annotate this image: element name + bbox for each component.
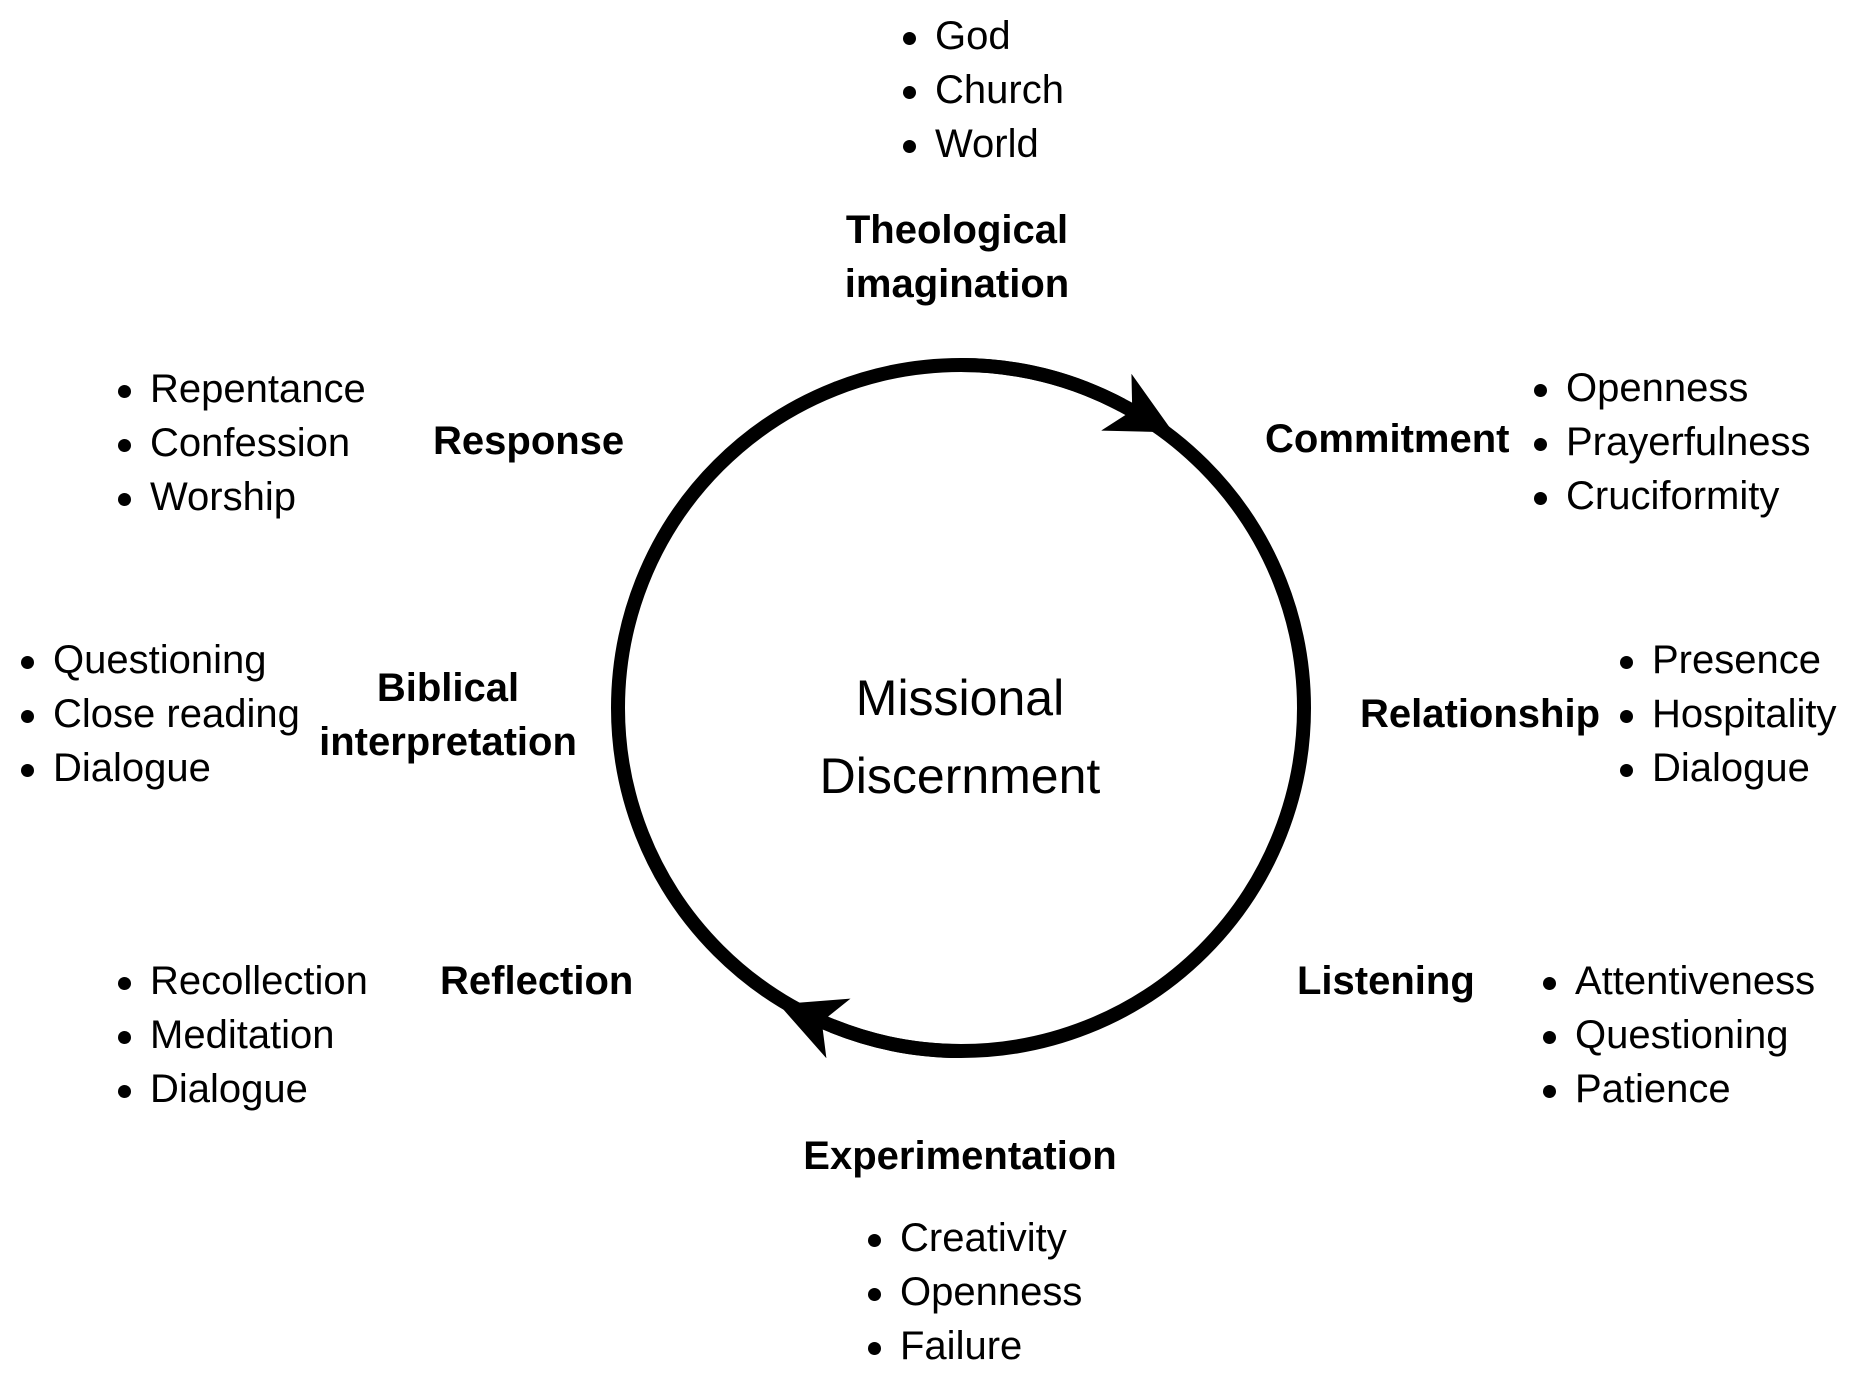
list-item: Dialogue [21,741,300,795]
list-item: Recollection [118,954,368,1008]
bullet-text: Meditation [150,1013,335,1057]
bullet-icon [21,656,34,669]
experimentation-bullets: Creativity Openness Failure [868,1211,1082,1373]
bullet-icon [868,1342,881,1355]
bullet-icon [868,1288,881,1301]
bullet-text: Recollection [150,959,368,1003]
stage-label-line: interpretation [319,720,577,764]
list-item: Attentiveness [1543,954,1815,1008]
bullet-text: God [935,14,1011,58]
bullet-icon [118,1031,131,1044]
stage-label-line: Biblical [376,666,520,710]
stage-label-reflection: Reflection [440,959,634,1003]
clockwise-arrow-top-icon [960,358,1174,433]
list-item: Hospitality [1620,687,1837,741]
bullet-text: Presence [1652,638,1821,682]
bullet-icon [118,493,131,506]
bullet-icon [118,385,131,398]
list-item: Church [903,63,1064,117]
list-item: World [903,117,1064,171]
list-item: Questioning [21,633,300,687]
bullet-icon [1543,1031,1556,1044]
bullet-text: Close reading [53,692,300,736]
bullet-text: Cruciformity [1566,474,1780,518]
bullet-icon [903,86,916,99]
bullet-text: World [935,122,1039,166]
stage-label-commitment: Commitment [1265,417,1510,461]
bullet-text: Openness [1566,366,1749,410]
stage-label-response: Response [433,419,625,463]
center-title-line1: Missional [855,670,1065,726]
commitment-bullets: Openness Prayerfulness Cruciformity [1534,361,1811,523]
list-item: Dialogue [1620,741,1837,795]
response-bullets: Repentance Confession Worship [118,362,366,524]
theological-imagination-bullets: God Church World [903,9,1064,171]
relationship-bullets: Presence Hospitality Dialogue [1620,633,1837,795]
bullet-text: Worship [150,475,296,519]
stage-label-theological-imagination: Theological imagination [757,203,1157,311]
bullet-icon [1543,977,1556,990]
bullet-text: Failure [900,1324,1023,1368]
list-item: Presence [1620,633,1837,687]
list-item: Prayerfulness [1534,415,1811,469]
bullet-icon [21,764,34,777]
bullet-text: Openness [900,1270,1083,1314]
bullet-icon [1543,1085,1556,1098]
bullet-icon [1620,656,1633,669]
list-item: Confession [118,416,366,470]
bullet-icon [118,977,131,990]
stage-label-relationship: Relationship [1360,692,1601,736]
stage-label-listening: Listening [1297,959,1475,1003]
bullet-text: Creativity [900,1216,1067,1260]
bullet-icon [903,140,916,153]
center-title-line2: Discernment [819,748,1101,804]
list-item: Worship [118,470,366,524]
bullet-text: Repentance [150,367,366,411]
bullet-text: Patience [1575,1067,1731,1111]
list-item: Meditation [118,1008,368,1062]
bullet-text: Church [935,68,1064,112]
listening-bullets: Attentiveness Questioning Patience [1543,954,1815,1116]
bullet-text: Dialogue [53,746,211,790]
list-item: Dialogue [118,1062,368,1116]
list-item: Questioning [1543,1008,1815,1062]
bullet-text: Dialogue [150,1067,308,1111]
stage-label-biblical-interpretation: Biblical interpretation [248,661,648,769]
clockwise-arrow-bottom-icon [778,998,962,1059]
list-item: Close reading [21,687,300,741]
bullet-text: Confession [150,421,351,465]
list-item: Openness [868,1265,1082,1319]
reflection-bullets: Recollection Meditation Dialogue [118,954,368,1116]
list-item: God [903,9,1064,63]
center-title: Missional Discernment [710,659,1210,815]
bullet-text: Hospitality [1652,692,1837,736]
bullet-text: Prayerfulness [1566,420,1811,464]
stage-label-experimentation: Experimentation [803,1134,1117,1178]
stage-label-line: imagination [844,262,1070,306]
bullet-icon [1620,710,1633,723]
bullet-icon [1534,492,1547,505]
bullet-icon [118,1085,131,1098]
stage-label-line: Theological [845,208,1069,252]
bullet-icon [868,1234,881,1247]
bullet-text: Questioning [53,638,267,682]
bullet-icon [903,32,916,45]
bullet-text: Questioning [1575,1013,1789,1057]
bullet-icon [1534,384,1547,397]
bullet-icon [21,710,34,723]
list-item: Cruciformity [1534,469,1811,523]
bullet-icon [1620,764,1633,777]
bullet-text: Dialogue [1652,746,1810,790]
bullet-text: Attentiveness [1575,959,1816,1003]
cycle-circle [611,358,1311,1059]
bullet-icon [1534,438,1547,451]
bullet-icon [118,439,131,452]
biblical-interpretation-bullets: Questioning Close reading Dialogue [21,633,300,795]
list-item: Creativity [868,1211,1082,1265]
list-item: Repentance [118,362,366,416]
list-item: Patience [1543,1062,1815,1116]
list-item: Failure [868,1319,1082,1373]
list-item: Openness [1534,361,1811,415]
